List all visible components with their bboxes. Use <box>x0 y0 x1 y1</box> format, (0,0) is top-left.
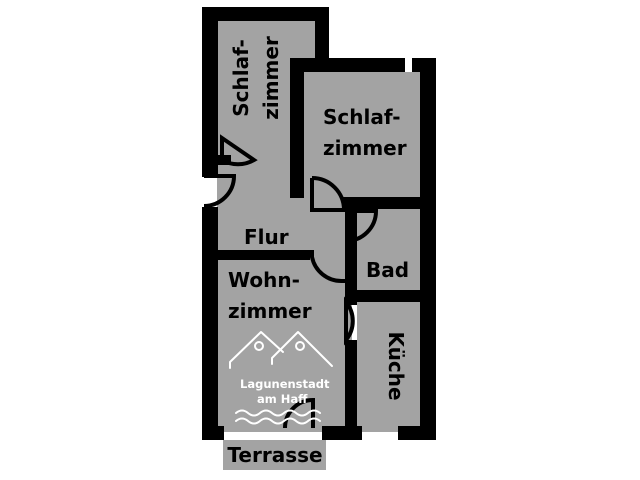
wall <box>315 7 329 65</box>
door-kueche <box>344 296 355 346</box>
room-schlafzimmer-right <box>305 72 422 197</box>
room-labels: Schlaf- zimmer Schlaf- zimmer Flur Bad W… <box>227 36 409 467</box>
room-bad <box>357 207 422 293</box>
label-wohnzimmer-1: Wohn- <box>228 268 300 292</box>
label-schlafzimmer-left-2: zimmer <box>259 36 283 120</box>
door-entrance <box>203 174 237 208</box>
label-schlafzimmer-left-1: Schlaf- <box>229 39 253 117</box>
wall <box>345 197 357 305</box>
label-schlafzimmer-right-1: Schlaf- <box>323 105 401 129</box>
wall <box>290 58 304 198</box>
logo-text-line2: am Haff <box>257 392 308 406</box>
wall <box>217 250 310 260</box>
wall <box>345 290 435 302</box>
house-icon <box>271 331 333 367</box>
wall <box>290 58 405 72</box>
door-bad <box>345 209 379 243</box>
wall <box>202 426 224 440</box>
label-bad: Bad <box>366 258 409 282</box>
room-flur <box>217 190 357 250</box>
label-schlafzimmer-right-2: zimmer <box>323 136 407 160</box>
door-wohnzimmer <box>310 250 346 284</box>
wall <box>202 207 218 440</box>
door-terrasse <box>283 397 315 429</box>
label-kueche: Küche <box>384 331 408 400</box>
doors <box>203 134 379 429</box>
label-flur: Flur <box>244 225 289 249</box>
wall <box>398 426 436 440</box>
house-icon <box>229 331 284 369</box>
wall <box>343 197 435 209</box>
wall <box>420 58 436 440</box>
walls <box>202 7 436 440</box>
house-window-icon <box>254 341 264 351</box>
logo-text-line1: Lagunenstadt <box>240 377 330 391</box>
room-terrasse <box>223 440 326 470</box>
label-terrasse: Terrasse <box>227 443 322 467</box>
wave-icon <box>235 409 321 417</box>
door-schlafzimmer <box>220 134 258 167</box>
label-wohnzimmer-2: zimmer <box>228 299 312 323</box>
wave-icon <box>235 417 321 425</box>
house-window-icon <box>295 341 305 351</box>
wall <box>202 7 329 21</box>
door-schlafzimmer-right <box>310 176 347 212</box>
wall <box>202 7 218 177</box>
lagunenstadt-logo: Lagunenstadt am Haff <box>229 331 333 425</box>
room-kueche <box>357 301 422 432</box>
wall <box>345 340 357 440</box>
